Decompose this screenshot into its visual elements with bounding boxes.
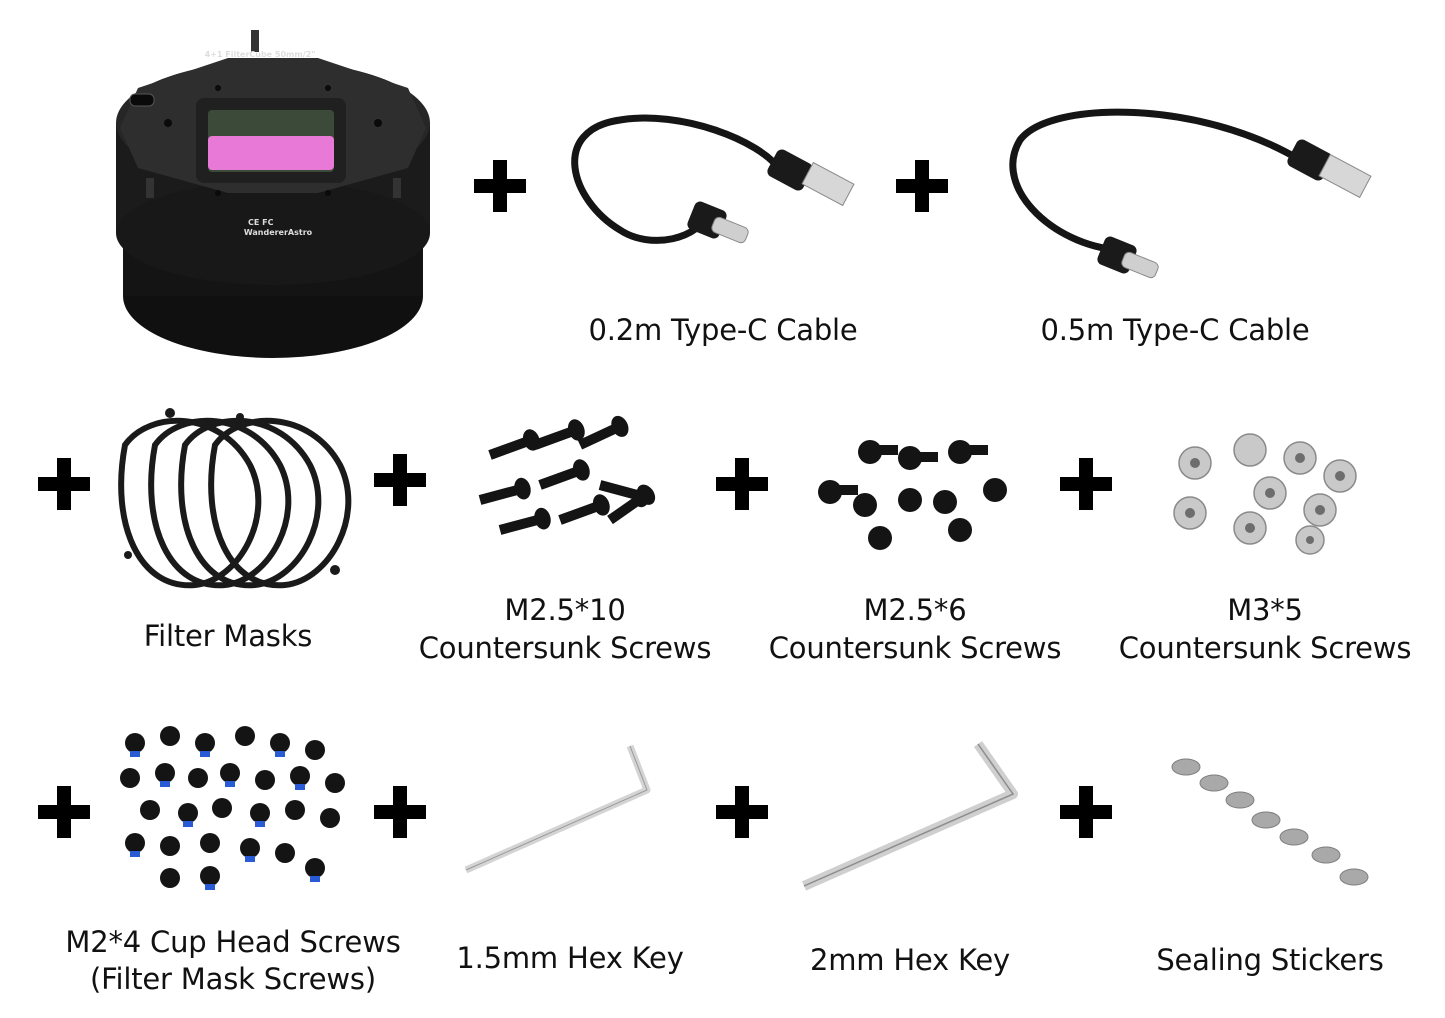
plus-icon [374,454,426,506]
sealing-stickers-image [1171,758,1369,886]
cable-05m-label: 0.5m Type-C Cable [1040,313,1310,347]
m25x10-label-line1: M2.5*10 [504,593,626,627]
m25x6-screws-image [818,440,1007,550]
filter-masks-label: Filter Masks [143,619,313,653]
device-marks: CE FC [248,218,274,227]
plus-icon [474,160,526,212]
hex-key-15mm-image [464,744,651,874]
m2x4-screws-image [120,726,345,890]
plus-icon [896,160,948,212]
plus-icon [38,458,90,510]
plus-icon [716,458,768,510]
plus-icon [1060,458,1112,510]
m25x10-label-line2: Countersunk Screws [418,631,712,665]
m2x4-label-line2: (Filter Mask Screws) [90,962,376,996]
device-engraving: 4+1 FilterCube 50mm/2" [204,50,316,59]
plus-icon [716,786,768,838]
cable-02m-label: 0.2m Type-C Cable [588,313,858,347]
sealing-stickers-label: Sealing Stickers [1156,943,1384,977]
hex-key-15mm-label: 1.5mm Hex Key [456,941,684,975]
filtercube-device-image [116,30,430,358]
cable-02m-image [571,114,855,244]
m2x4-label-line1: M2*4 Cup Head Screws [65,925,401,959]
m3x5-label-line2: Countersunk Screws [1118,631,1412,665]
m25x10-screws-image [478,415,656,535]
hex-key-2mm-image [801,741,1018,891]
plus-icon [374,786,426,838]
m25x6-label-line2: Countersunk Screws [768,631,1062,665]
m3x5-label-line1: M3*5 [1227,593,1303,627]
cable-05m-image [1009,108,1372,279]
hex-key-2mm-label: 2mm Hex Key [809,943,1011,977]
plus-icon [1060,786,1112,838]
filter-masks-image [118,408,352,589]
device-brand: WandererAstro [243,228,313,237]
m25x6-label-line1: M2.5*6 [863,593,967,627]
plus-icon [38,786,90,838]
m3x5-screws-image [1173,433,1357,555]
